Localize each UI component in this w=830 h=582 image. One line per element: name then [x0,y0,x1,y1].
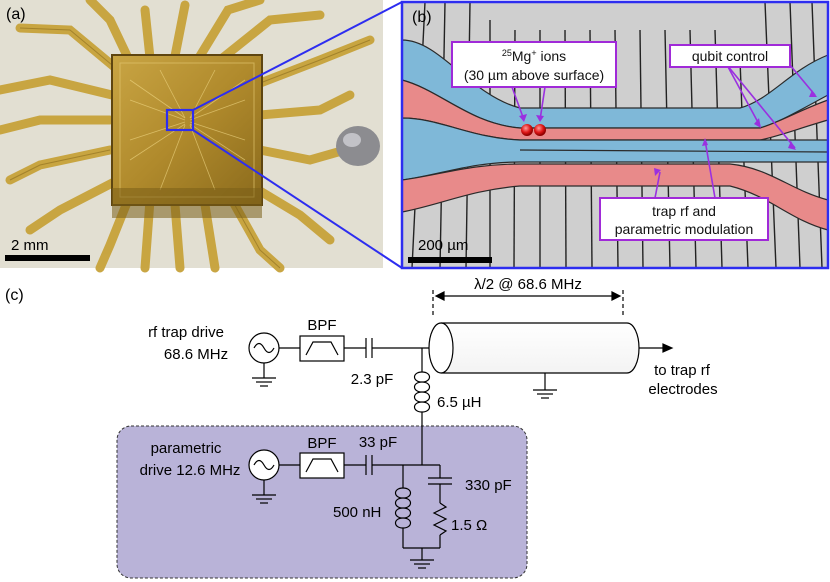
bpf1-label: BPF [307,317,336,334]
panel-b-sem: 25Mg+ ions (30 µm above surface) qubit c… [400,0,830,270]
panel-c-circuit: (c) λ/2 @ 68.6 MHz rf trap drive 68.6 MH… [5,276,718,579]
scalebar-b [408,257,492,263]
qubit-control-box [669,44,791,68]
zoom-line-bottom [192,129,403,269]
panel-b-label: (b) [412,9,432,26]
ion-2 [534,124,546,136]
scalebar-a-text: 2 mm [11,237,49,254]
panel-c-label: (c) [5,287,24,304]
zoom-line-top [192,1,403,111]
cap2-label: 33 pF [359,434,397,451]
bpf1-box [299,335,345,362]
param-label-2: drive 12.6 MHz [140,462,241,479]
half-wave-label: λ/2 @ 68.6 MHz [474,276,582,293]
rf-drive-label-1: rf trap drive [148,324,224,341]
cap1-label: 2.3 pF [351,371,394,388]
inductor1-label: 6.5 µH [437,394,482,411]
inductor2-label: 500 nH [333,504,381,521]
qubit-control-label: qubit control [692,48,768,64]
coax-line [441,322,640,374]
param-label-1: parametric [151,440,222,457]
resistor-label: 1.5 Ω [451,517,487,534]
parametric-drive-box [116,425,528,579]
ions-label-line2: (30 µm above surface) [464,67,604,83]
ions-label-line1: 25Mg+ ions [502,48,566,64]
resistor-symbol [432,502,448,536]
panel-a-label: (a) [6,6,26,23]
rf-drive-label-2: 68.6 MHz [164,346,228,363]
scalebar-a [5,255,90,261]
cap3-label: 330 pF [465,477,512,494]
solder-blob [336,126,380,166]
output-label-2: electrodes [648,381,717,398]
trap-rf-box [599,197,769,241]
ion-1 [521,124,533,136]
scalebar-b-label: 200 µm [418,237,468,254]
bpf2-label: BPF [307,435,336,452]
trap-rf-label-line1: trap rf and [652,203,716,219]
trap-rf-label-line2: parametric modulation [615,221,754,237]
output-label-1: to trap rf [654,362,711,379]
panel-a-photo: 2 mm (a) [0,0,383,273]
zoom-region-marker [165,108,195,132]
panel-b-frame [400,0,830,270]
ions-label-box [451,41,617,88]
bpf2-box [299,452,345,479]
inductor2-symbol [394,487,412,529]
inductor1-symbol [413,371,431,413]
